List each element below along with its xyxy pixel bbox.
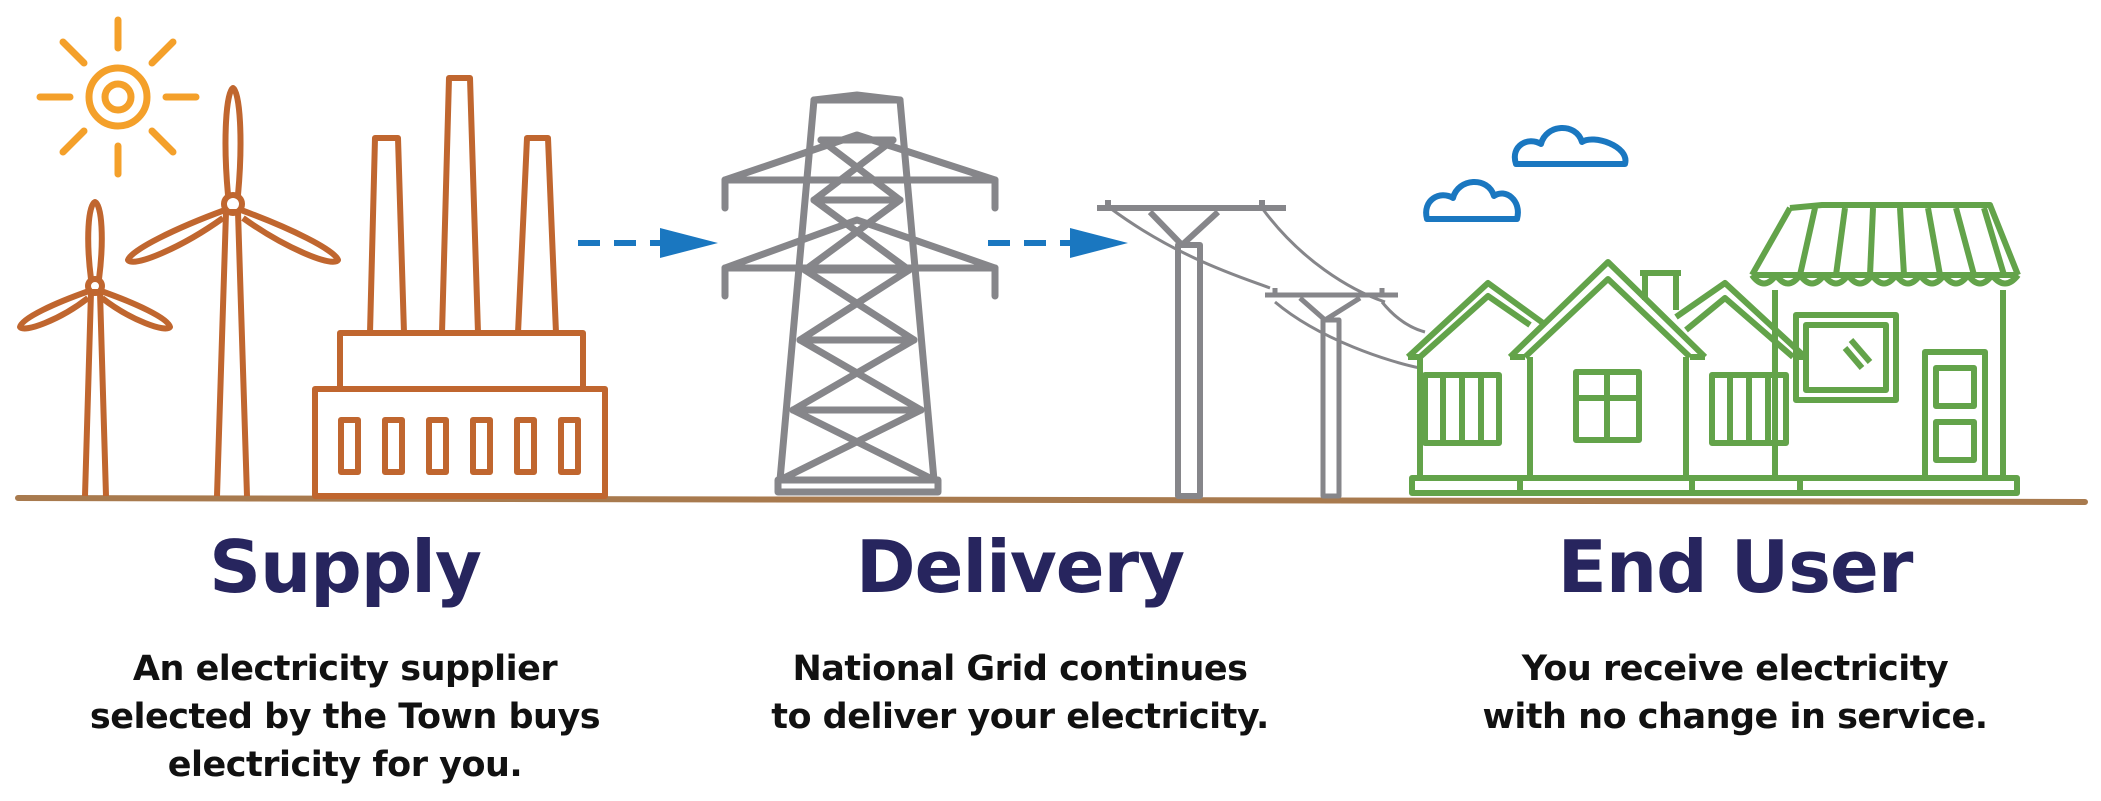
stage-delivery: Delivery National Grid continues to deli… xyxy=(700,525,1340,741)
utility-pole-icon xyxy=(1097,200,1286,499)
description-line: You receive electricity xyxy=(1521,649,1949,689)
stage-title: Supply xyxy=(209,525,482,609)
power-line xyxy=(1109,206,1426,370)
arrow-icon xyxy=(578,228,718,258)
factory-icon xyxy=(312,75,608,499)
stage-title: End User xyxy=(1557,525,1914,609)
transmission-tower-icon xyxy=(721,91,999,496)
sun-icon xyxy=(36,16,200,178)
wind-turbine-icon xyxy=(17,199,173,497)
description-line: An electricity supplier xyxy=(132,649,558,689)
stage-end-user: End User You receive electricity with no… xyxy=(1415,525,2055,741)
cloud-icon xyxy=(1511,125,1629,167)
house-icon xyxy=(1405,280,1545,496)
stage-title: Delivery xyxy=(855,525,1185,609)
stage-supply: Supply An electricity supplier selected … xyxy=(25,525,665,789)
house-icon xyxy=(1507,259,1708,496)
arrow-icon xyxy=(988,228,1128,258)
stage-description: An electricity supplier selected by the … xyxy=(25,645,665,789)
house-icon xyxy=(1674,280,1808,496)
store-icon xyxy=(1749,202,2021,496)
utility-pole-icon xyxy=(1265,288,1398,499)
description-line: with no change in service. xyxy=(1482,697,1988,737)
description-line: National Grid continues xyxy=(792,649,1248,689)
description-line: selected by the Town buys xyxy=(89,697,601,737)
description-line: electricity for you. xyxy=(167,745,523,785)
wind-turbine-icon xyxy=(125,85,341,497)
description-line: to deliver your electricity. xyxy=(771,697,1269,737)
cloud-icon xyxy=(1423,179,1521,222)
stage-description: National Grid continues to deliver your … xyxy=(700,645,1340,741)
stage-description: You receive electricity with no change i… xyxy=(1415,645,2055,741)
